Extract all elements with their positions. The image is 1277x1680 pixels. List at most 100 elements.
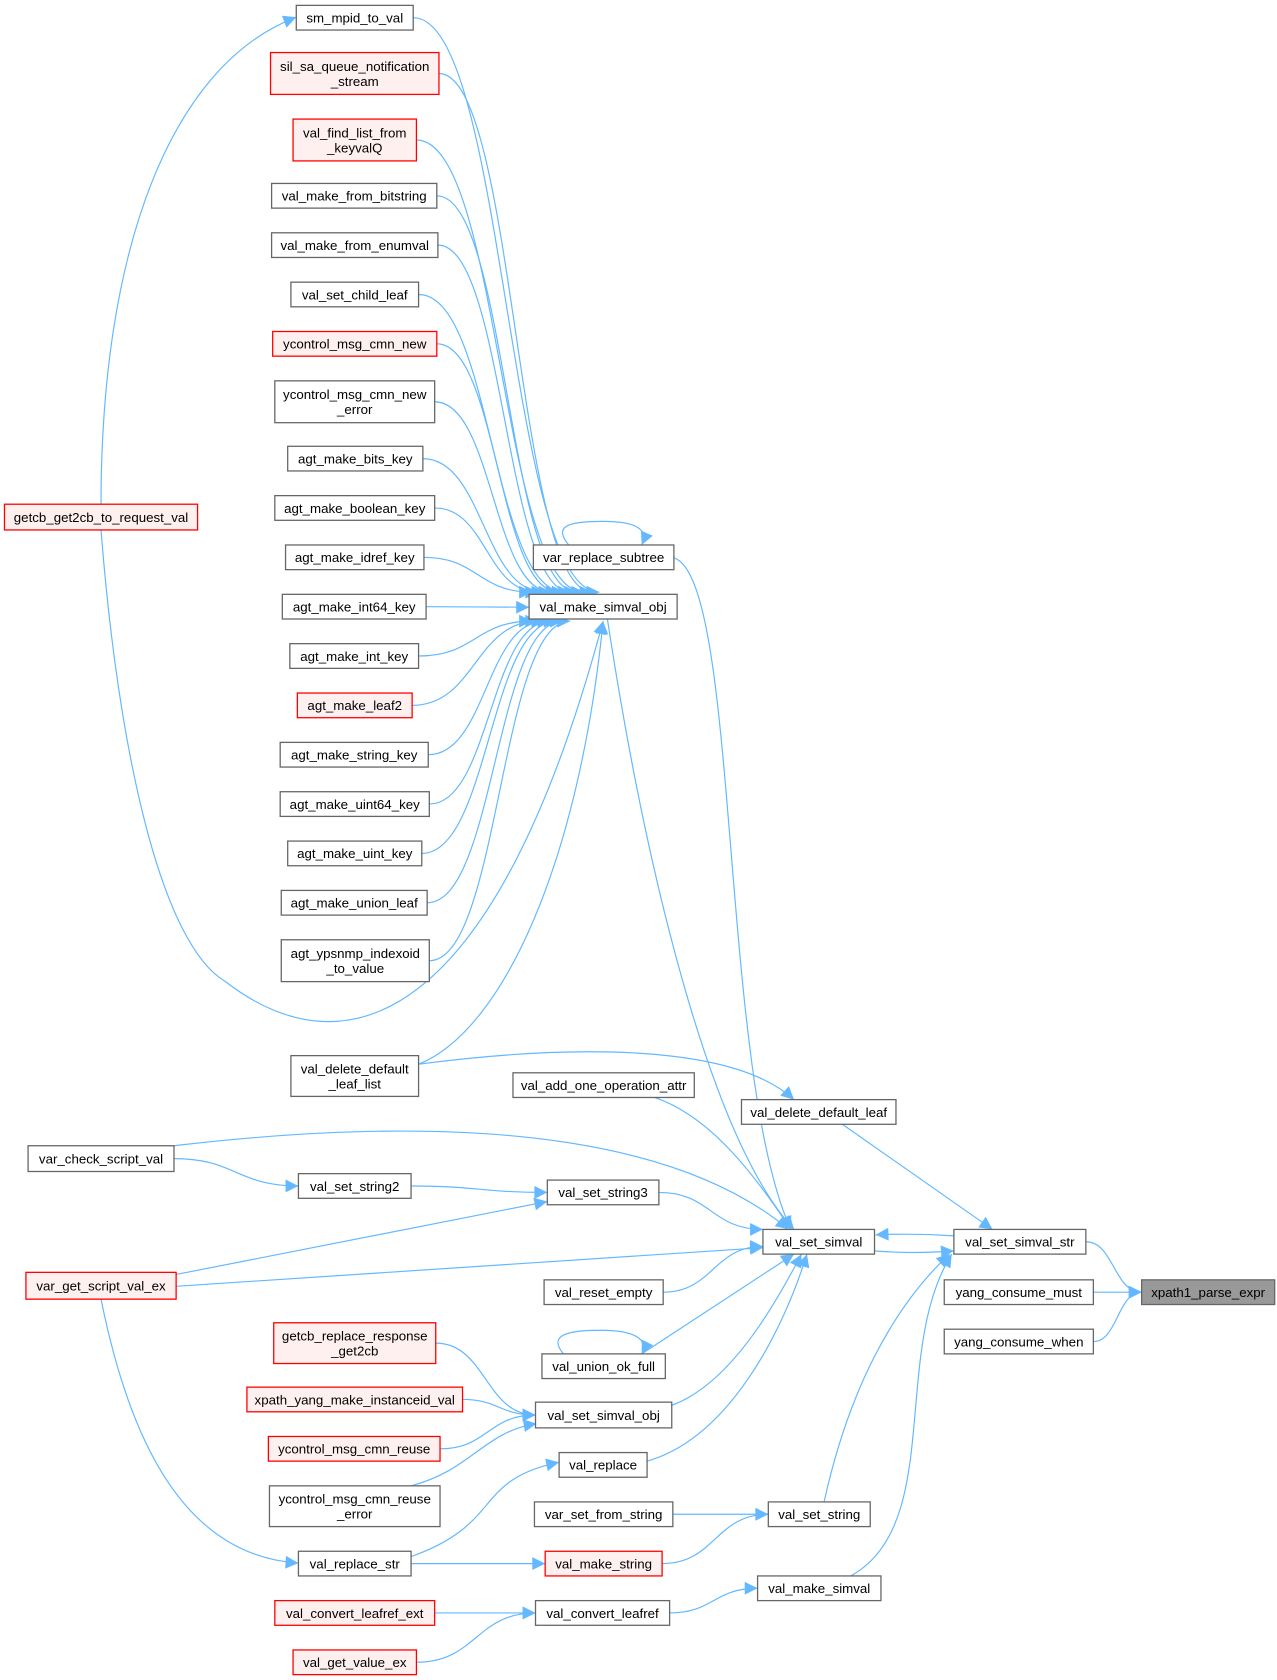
node-box[interactable] [543,1279,664,1306]
function-node[interactable]: agt_make_string_key [279,741,429,768]
node-box[interactable] [1140,1279,1276,1306]
function-node[interactable]: agt_make_bits_key [287,445,424,472]
node-box[interactable] [292,118,418,162]
function-node[interactable]: val_make_simval [756,1575,882,1602]
node-box[interactable] [297,1172,412,1199]
node-box[interactable] [532,544,675,571]
node-box[interactable] [287,840,423,867]
node-box[interactable] [267,1435,441,1462]
function-node[interactable]: val_delete_default_leaf_list [290,1054,420,1098]
function-node[interactable]: agt_make_union_leaf [280,889,428,916]
node-box[interactable] [270,232,439,259]
node-box[interactable] [269,51,440,96]
node-box[interactable] [246,1386,464,1413]
function-node[interactable]: val_replace_str [297,1550,412,1577]
node-box[interactable] [292,1649,418,1676]
node-box[interactable] [295,4,414,31]
function-node[interactable]: val_set_simval [762,1228,876,1255]
node-box[interactable] [279,791,430,818]
node-box[interactable] [25,1271,177,1300]
function-node[interactable]: val_set_string3 [546,1179,660,1206]
function-node[interactable]: val_delete_default_leaf [740,1098,897,1125]
node-box[interactable] [767,1501,871,1528]
node-box[interactable] [544,1550,663,1577]
function-node[interactable]: val_convert_leafref_ext [274,1599,436,1626]
function-node[interactable]: val_get_value_ex [292,1649,418,1676]
node-box[interactable] [274,1599,436,1626]
function-node[interactable]: val_set_child_leaf [290,281,420,308]
node-box[interactable] [272,330,438,357]
function-node[interactable]: sm_mpid_to_val [295,4,414,31]
function-node[interactable]: val_convert_leafref [534,1599,671,1626]
node-box[interactable] [3,503,199,531]
node-box[interactable] [528,593,678,620]
node-box[interactable] [512,1072,695,1099]
function-node[interactable]: agt_ypsnmp_indexoid_to_value [280,939,430,983]
function-node[interactable]: agt_make_boolean_key [274,494,436,521]
function-node[interactable]: val_make_from_enumval [270,232,439,259]
node-box[interactable] [558,1451,648,1478]
function-node[interactable]: ycontrol_msg_cmn_reuse [267,1435,441,1462]
function-node[interactable]: var_check_script_val [27,1145,175,1173]
function-node[interactable]: val_replace [558,1451,648,1478]
node-box[interactable] [541,1353,666,1380]
node-box[interactable] [533,1501,674,1528]
function-node[interactable]: var_replace_subtree [532,544,675,571]
node-box[interactable] [287,445,424,472]
node-box[interactable] [953,1228,1087,1255]
node-box[interactable] [279,741,429,768]
node-box[interactable] [290,281,420,308]
function-node[interactable]: val_reset_empty [543,1279,664,1306]
node-box[interactable] [280,939,430,983]
node-box[interactable] [762,1228,876,1255]
function-node[interactable]: sil_sa_queue_notification_stream [269,51,440,96]
node-box[interactable] [534,1401,673,1429]
function-node[interactable]: agt_make_uint64_key [279,791,430,818]
function-node[interactable]: val_set_simval_obj [534,1401,673,1429]
node-box[interactable] [281,593,427,620]
function-node[interactable]: val_make_simval_obj [528,593,678,620]
function-node[interactable]: xpath_yang_make_instanceid_val [246,1386,464,1413]
function-node[interactable]: getcb_replace_response_get2cb [273,1322,437,1365]
function-node[interactable]: var_set_from_string [533,1501,674,1528]
function-node[interactable]: val_add_one_operation_attr [512,1072,695,1099]
function-node[interactable]: agt_make_idref_key [284,544,425,571]
function-node[interactable]: yang_consume_must [943,1279,1095,1306]
node-box[interactable] [534,1599,671,1626]
function-node[interactable]: ycontrol_msg_cmn_reuse_error [268,1485,441,1528]
node-box[interactable] [273,1322,437,1365]
node-box[interactable] [943,1328,1095,1355]
node-box[interactable] [284,544,425,571]
function-node[interactable]: val_set_string [767,1501,871,1528]
function-node[interactable]: agt_make_int64_key [281,593,427,620]
node-box[interactable] [270,182,438,209]
node-box[interactable] [296,692,413,719]
function-node[interactable]: yang_consume_when [943,1328,1095,1355]
function-node[interactable]: getcb_get2cb_to_request_val [3,503,199,531]
function-node[interactable]: agt_make_int_key [289,643,420,669]
node-box[interactable] [274,380,436,424]
node-box[interactable] [27,1145,175,1173]
node-box[interactable] [297,1550,412,1577]
function-node[interactable]: val_make_from_bitstring [270,182,438,209]
node-box[interactable] [546,1179,660,1206]
function-node[interactable]: agt_make_uint_key [287,840,423,867]
function-node[interactable]: ycontrol_msg_cmn_new_error [274,380,436,424]
function-node[interactable]: val_union_ok_full [541,1353,666,1380]
node-box[interactable] [943,1279,1095,1306]
function-node[interactable]: val_set_string2 [297,1172,412,1199]
function-node[interactable]: var_get_script_val_ex [25,1271,177,1300]
node-box[interactable] [740,1098,897,1125]
node-box[interactable] [289,643,420,669]
node-box[interactable] [280,889,428,916]
function-node[interactable]: val_set_simval_str [953,1228,1087,1255]
root-function-node[interactable]: xpath1_parse_expr [1140,1279,1276,1306]
function-node[interactable]: val_find_list_from_keyvalQ [292,118,418,162]
node-box[interactable] [274,494,436,521]
function-node[interactable]: val_make_string [544,1550,663,1577]
node-box[interactable] [756,1575,882,1602]
node-box[interactable] [290,1054,420,1098]
function-node[interactable]: agt_make_leaf2 [296,692,413,719]
node-box[interactable] [268,1485,441,1528]
function-node[interactable]: ycontrol_msg_cmn_new [272,330,438,357]
